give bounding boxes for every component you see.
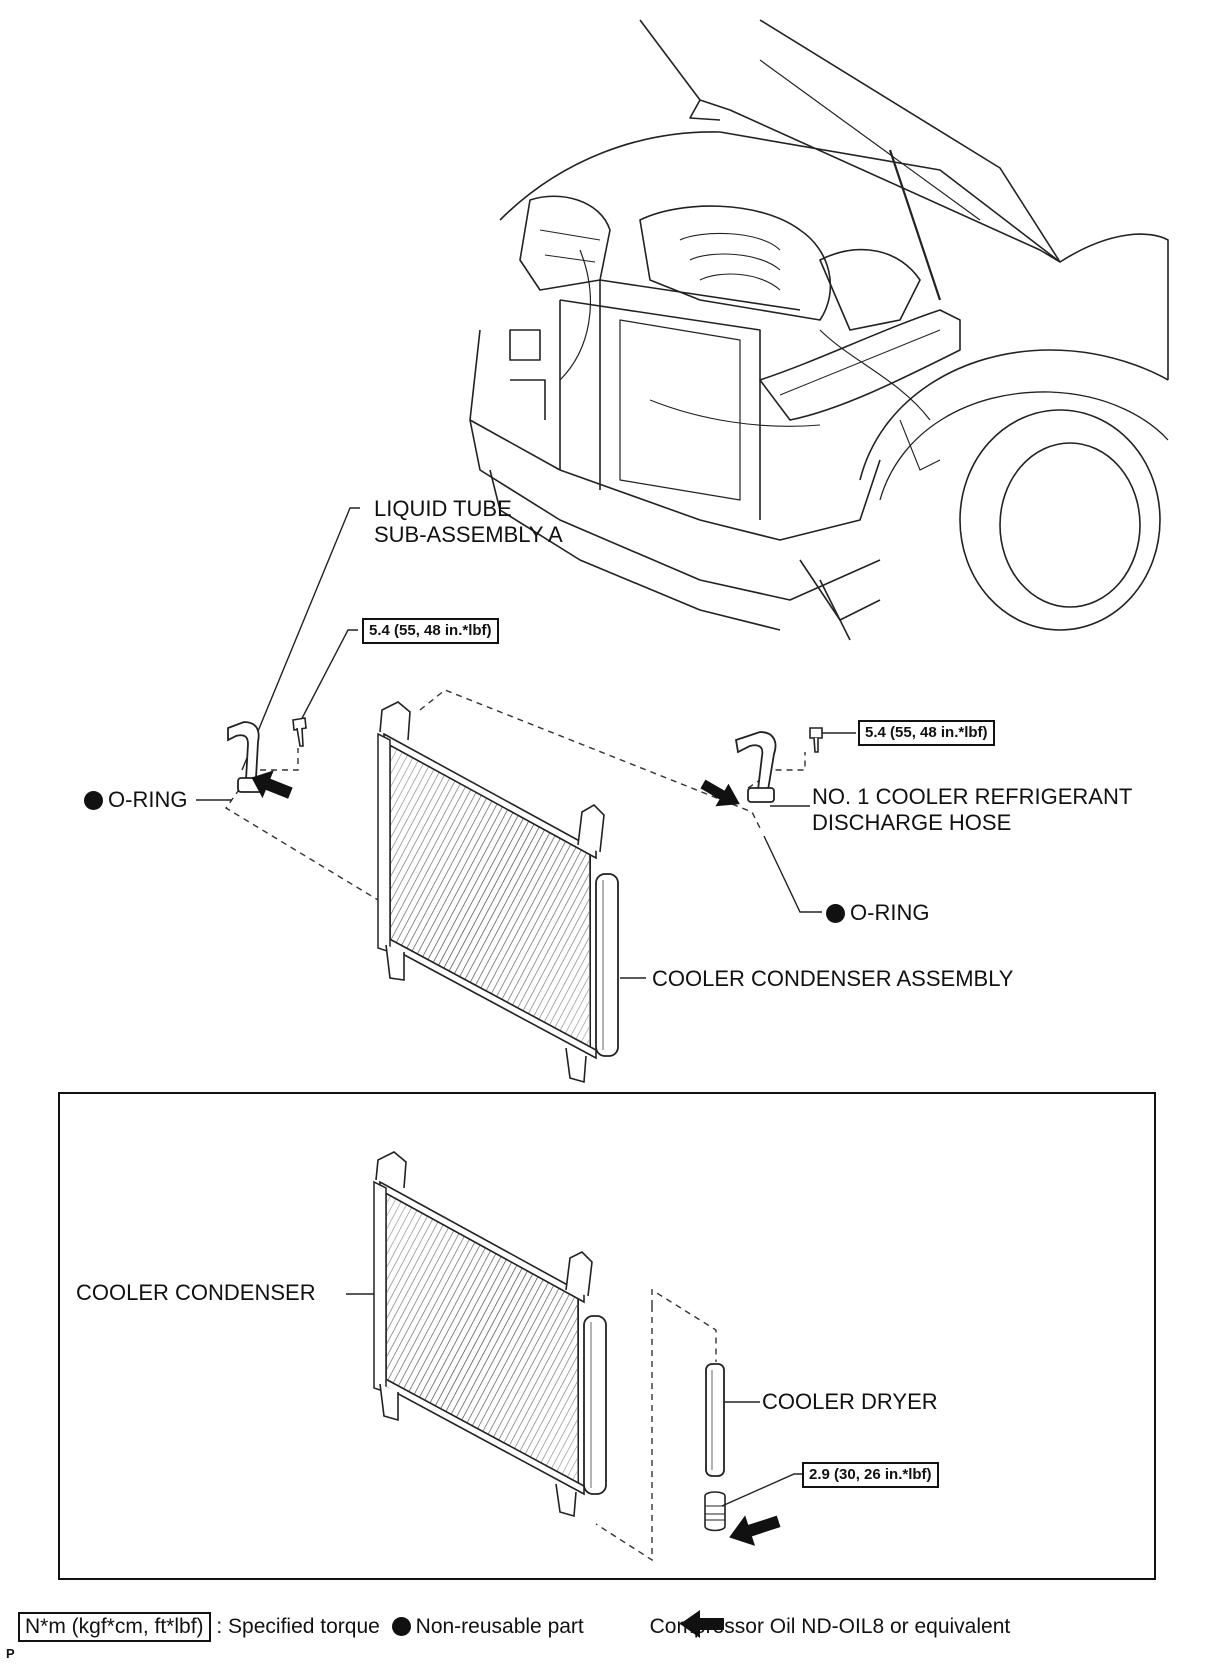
discharge-hose-illustration <box>734 731 777 803</box>
oil-arrow-icon <box>700 779 740 807</box>
footer-mark: P <box>6 1646 15 1661</box>
dryer-illustration <box>705 1363 725 1477</box>
inset-guide-lines <box>595 1288 717 1562</box>
bolt-icon <box>292 717 307 747</box>
legend-torque-unit: N*m (kgf*cm, ft*lbf) <box>18 1612 211 1642</box>
liquid-tube-label: LIQUID TUBE SUB-ASSEMBLY A <box>374 496 563 547</box>
leader-lines <box>196 507 856 979</box>
non-reusable-dot-icon <box>391 1617 411 1636</box>
inset-leader-lines <box>346 1293 802 1507</box>
inset-condenser-illustration <box>373 1151 607 1518</box>
bolt-icon <box>809 727 823 753</box>
non-reusable-dot-icon <box>826 904 845 923</box>
oil-arrow-icon <box>729 1515 781 1546</box>
non-reusable-dot-icon <box>84 791 103 810</box>
oil-arrow-icon <box>680 1610 724 1638</box>
discharge-hose-label: NO. 1 COOLER REFRIGERANT DISCHARGE HOSE <box>812 784 1133 835</box>
cooler-condenser-label: COOLER CONDENSER <box>76 1280 316 1305</box>
torque-spec-hose-bolt: 5.4 (55, 48 in.*lbf) <box>858 720 995 746</box>
legend: N*m (kgf*cm, ft*lbf) : Specified torque … <box>18 1612 1010 1642</box>
legend-torque-desc: : Specified torque <box>216 1615 380 1638</box>
engine-bay-illustration <box>469 19 1169 641</box>
dryer-plug-illustration <box>704 1491 726 1532</box>
o-ring-right-label: O-RING <box>826 900 929 926</box>
condenser-assembly-label: COOLER CONDENSER ASSEMBLY <box>652 966 1014 991</box>
oil-arrow-icon <box>251 770 293 799</box>
torque-spec-dryer-plug: 2.9 (30, 26 in.*lbf) <box>802 1462 939 1488</box>
torque-spec-tube-bolt: 5.4 (55, 48 in.*lbf) <box>362 618 499 644</box>
cooler-dryer-label: COOLER DRYER <box>762 1389 938 1414</box>
legend-oil: Compressor Oil ND-OIL8 or equivalent <box>649 1615 1011 1638</box>
inset-panel <box>58 1092 1156 1580</box>
condenser-illustration <box>377 701 619 1084</box>
legend-non-reusable: Non-reusable part <box>415 1615 584 1638</box>
o-ring-left-label: O-RING <box>84 787 187 813</box>
